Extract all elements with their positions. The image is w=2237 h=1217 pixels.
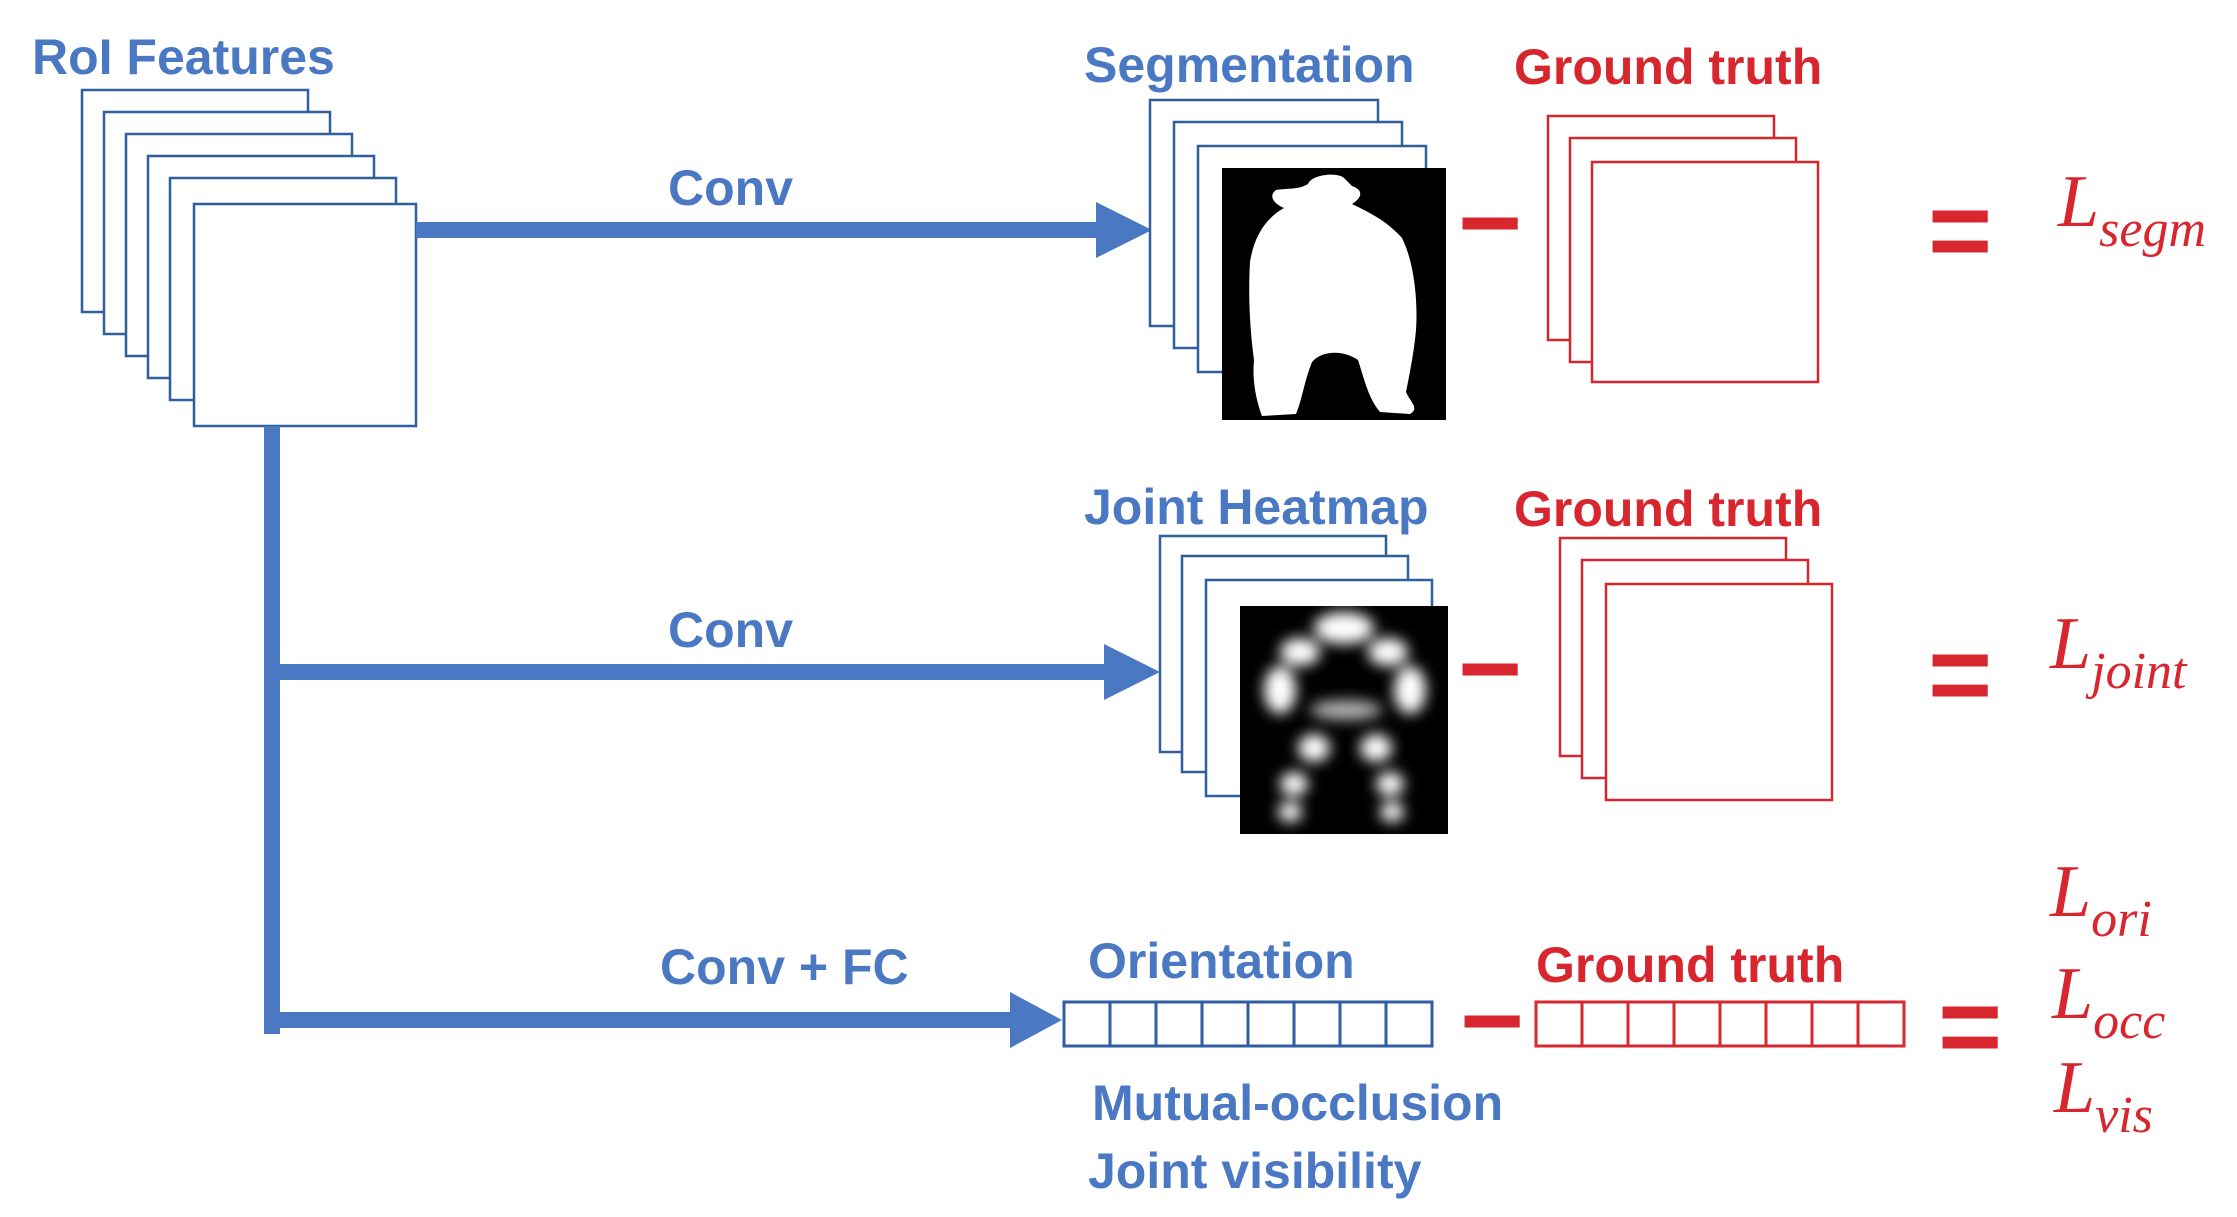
ground-truth-stack-1	[1546, 114, 1820, 384]
connectors	[264, 202, 1160, 1048]
equals-sign-2: =	[1928, 613, 1992, 736]
conv-top-label: Conv	[668, 160, 793, 216]
segmentation-label: Segmentation	[1084, 37, 1415, 93]
ground-truth-vector-cell	[1626, 1000, 1676, 1048]
minus-sign-3: −	[1460, 959, 1524, 1082]
segmentation-stack	[1148, 98, 1446, 420]
orientation-vector-cell	[1200, 1000, 1250, 1048]
ground-truth-vector-cell	[1534, 1000, 1584, 1048]
equals-sign-3: =	[1938, 965, 2002, 1088]
loss-joint: Ljoint	[2049, 603, 2188, 700]
ground-truth-label-1: Ground truth	[1514, 39, 1822, 95]
loss-joint-sub: joint	[2085, 643, 2188, 700]
loss-vis: Lvis	[2053, 1047, 2153, 1144]
ground-truth-label-2: Ground truth	[1514, 481, 1822, 537]
loss-occ: Locc	[2051, 953, 2165, 1050]
loss-segm: Lsegm	[2057, 161, 2206, 258]
loss-vis-sub: vis	[2095, 1087, 2153, 1144]
orientation-vector-cell	[1292, 1000, 1342, 1048]
top-arrow-shaft	[416, 222, 1106, 238]
mid-arrow-shaft	[280, 664, 1112, 680]
loss-segm-L: L	[2057, 161, 2099, 243]
orientation-vector-cell	[1384, 1000, 1434, 1048]
orientation-vector-cell	[1246, 1000, 1296, 1048]
ground-truth-vector-cell	[1764, 1000, 1814, 1048]
loss-segm-sub: segm	[2099, 201, 2206, 258]
loss-ori: Lori	[2049, 851, 2152, 948]
ground-truth-label-3: Ground truth	[1536, 937, 1844, 993]
ground-truth-stack-2	[1558, 536, 1834, 802]
orientation-vector-cell	[1108, 1000, 1158, 1048]
top-arrow-head	[1096, 202, 1152, 258]
vertical-trunk	[264, 426, 280, 1034]
bottom-arrow-head	[1010, 992, 1062, 1048]
loss-vis-L: L	[2053, 1047, 2095, 1129]
equals-sign-1: =	[1928, 169, 1992, 292]
minus-sign-1: −	[1458, 161, 1522, 284]
loss-occ-L: L	[2051, 953, 2093, 1035]
orientation-vector-cell	[1154, 1000, 1204, 1048]
ground-truth-vector	[1534, 1000, 1906, 1048]
conv-mid-label: Conv	[668, 602, 793, 658]
mutual-occlusion-label: Mutual-occlusion	[1092, 1075, 1503, 1131]
joint-visibility-label: Joint visibility	[1088, 1143, 1422, 1199]
roi-features-stack	[80, 88, 418, 428]
orientation-vector-cell	[1062, 1000, 1112, 1048]
minus-sign-2: −	[1458, 607, 1522, 730]
roi-features-label: RoI Features	[32, 29, 335, 85]
orientation-vector-cell	[1338, 1000, 1388, 1048]
loss-joint-L: L	[2049, 603, 2091, 685]
mid-arrow-head	[1104, 644, 1160, 700]
loss-ori-sub: ori	[2091, 891, 2152, 948]
joint-heatmap-stack	[1158, 534, 1448, 834]
segmentation-silhouette	[1249, 174, 1417, 416]
ground-truth-vector-cell	[1672, 1000, 1722, 1048]
loss-occ-sub: occ	[2093, 993, 2165, 1050]
orientation-label: Orientation	[1088, 933, 1355, 989]
bottom-arrow-shaft	[264, 1012, 1020, 1028]
conv-fc-label: Conv + FC	[660, 939, 909, 995]
ground-truth-vector-cell	[1718, 1000, 1768, 1048]
loss-ori-L: L	[2049, 851, 2091, 933]
joint-heatmap-label: Joint Heatmap	[1084, 479, 1429, 535]
ground-truth-vector-cell	[1810, 1000, 1860, 1048]
ground-truth-vector-cell	[1856, 1000, 1906, 1048]
orientation-vector	[1062, 1000, 1434, 1048]
ground-truth-vector-cell	[1580, 1000, 1630, 1048]
